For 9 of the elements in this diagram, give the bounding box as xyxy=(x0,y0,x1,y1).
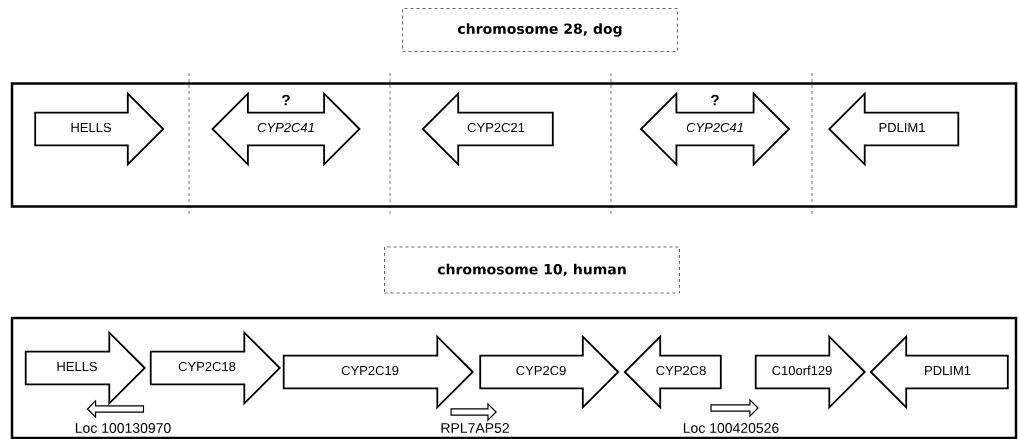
question-mark: ? xyxy=(711,94,719,106)
gene-label: RPL7AP52 xyxy=(441,423,509,433)
title-box: chromosome 28, dog xyxy=(402,8,678,52)
gene-label: Loc 100420526 xyxy=(683,423,779,433)
title-box: chromosome 10, human xyxy=(384,246,680,294)
chromosome-band xyxy=(10,316,1018,439)
chromosome-band xyxy=(10,82,1018,208)
question-mark: ? xyxy=(282,94,290,106)
gene-label: Loc 100130970 xyxy=(75,423,171,433)
